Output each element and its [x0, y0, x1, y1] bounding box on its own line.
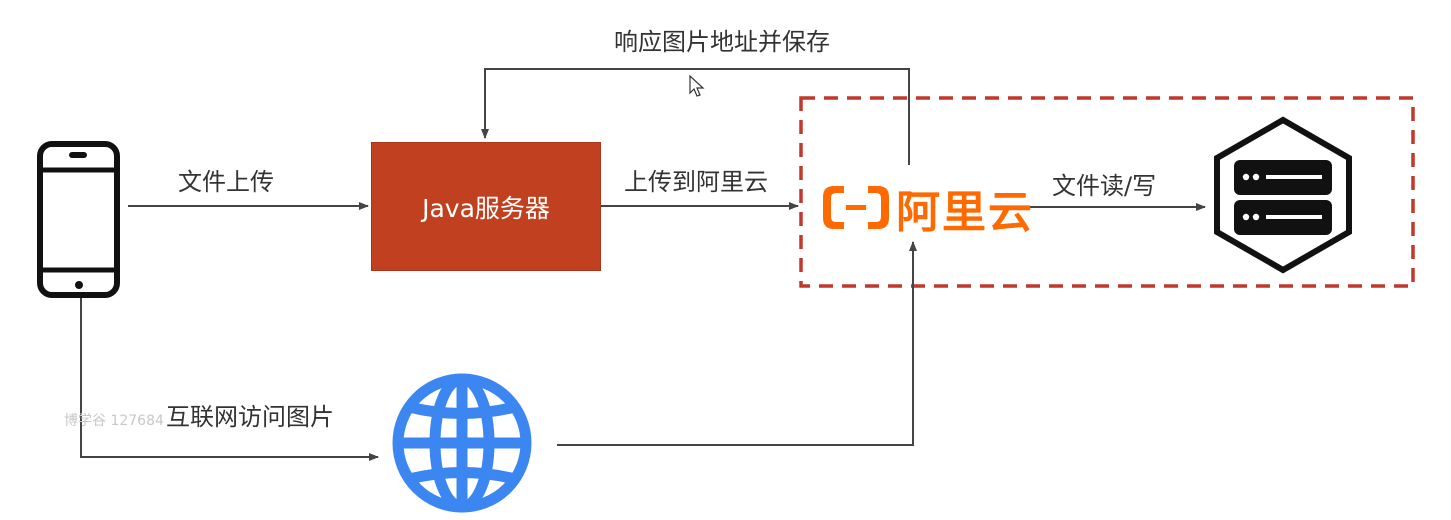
watermark-text: 博学谷 127684: [64, 413, 164, 429]
aliyun-region-dashed-border: [799, 96, 1415, 288]
arrow-globe-to-aliyun: [557, 241, 917, 446]
aliyun-logo-icon: [823, 186, 889, 229]
label-file-upload: 文件上传: [178, 168, 274, 196]
java-server-label: Java服务器: [422, 193, 550, 223]
label-file-read-write: 文件读/写: [1052, 172, 1157, 200]
aliyun-logo-text: 阿里云: [896, 187, 1034, 238]
arrow-response-save: [481, 68, 910, 165]
smartphone-icon: [37, 141, 120, 298]
label-upload-to-aliyun: 上传到阿里云: [624, 168, 768, 196]
label-response-save: 响应图片地址并保存: [614, 28, 830, 56]
server-icon: [1214, 116, 1352, 274]
arrow-internet-access: [80, 298, 379, 461]
label-internet-access: 互联网访问图片: [166, 403, 334, 431]
globe-icon: [392, 373, 532, 513]
mouse-cursor-icon: [689, 74, 705, 97]
java-server-node: Java服务器: [371, 142, 601, 271]
